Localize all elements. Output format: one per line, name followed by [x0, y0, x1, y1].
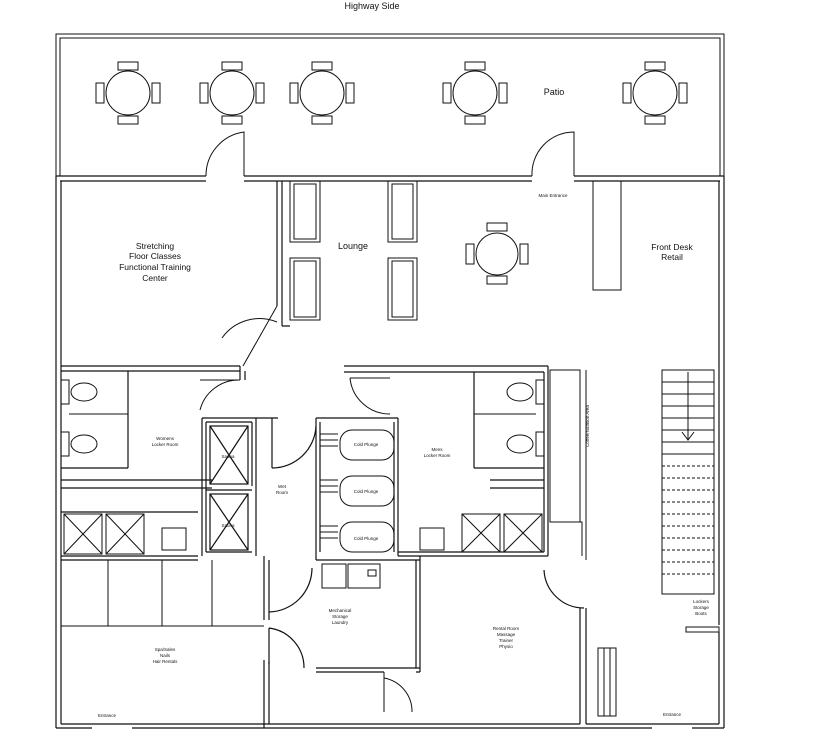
- highway-side-label: Highway Side: [344, 1, 399, 11]
- main-entrance-door: [531, 131, 575, 177]
- laundry-machines: [321, 563, 381, 589]
- patio-door: [205, 131, 245, 177]
- patio-table-2: [199, 61, 265, 125]
- mens-locker-label-1: Mens: [431, 447, 443, 452]
- front-desk-label-line-1: Front Desk: [651, 242, 693, 252]
- mens-toilets: [474, 379, 545, 457]
- cold-plunge-tubs: [320, 429, 395, 553]
- mechanical-door: [383, 672, 413, 713]
- womens-locker-label-2: Locker Room: [152, 442, 179, 447]
- lounge-seating: [289, 180, 418, 321]
- storage-bench: [685, 626, 720, 633]
- mens-locker-walls: [344, 365, 549, 557]
- cold-plunge-label-3: Cold Plunge: [354, 536, 379, 541]
- patio-table-1: [95, 61, 161, 125]
- cold-plunge-label-2: Cold Plunge: [354, 489, 379, 494]
- mens-door: [349, 377, 391, 415]
- mechanical-label-1: Mechanical: [329, 608, 352, 613]
- spa-stations: [61, 560, 264, 627]
- sauna-block: [201, 417, 257, 556]
- rental-room-label-4: Physio: [499, 644, 513, 649]
- rental-room-walls: [543, 569, 587, 724]
- stretching-room-door: [221, 305, 278, 367]
- stretching-room-walls: [61, 181, 290, 380]
- front-desk-label-line-2: Retail: [661, 252, 683, 262]
- stretching-label-line-4: Center: [142, 273, 168, 283]
- sauna-label-2: Sauna: [221, 523, 235, 528]
- spa-label-3: Hair Rentals: [153, 659, 179, 664]
- patio-tables: [95, 61, 688, 125]
- stretching-label-line-2: Floor Classes: [129, 251, 181, 261]
- rental-room-label-2: Massage: [497, 632, 516, 637]
- stairs: [661, 369, 715, 595]
- mens-showers: [419, 513, 543, 553]
- wet-room-walls: [256, 417, 399, 556]
- entrance-right-label: Entrance: [663, 712, 682, 717]
- patio-area: [55, 33, 725, 176]
- mechanical-label-2: Storage: [332, 614, 348, 619]
- lockers-label-3: Boots: [695, 611, 707, 616]
- wet-room-label-2: Room: [276, 490, 288, 495]
- stretching-label-line-3: Functional Training: [119, 262, 191, 272]
- mechanical-room-walls: [263, 556, 421, 728]
- lockers-label-2: Storage: [693, 605, 709, 610]
- coffee-counter: [549, 369, 587, 560]
- patio-label: Patio: [544, 87, 565, 97]
- lockers-label-1: Lockers: [693, 599, 710, 604]
- mechanical-label-3: Laundry: [332, 620, 349, 625]
- patio-table-4: [442, 61, 508, 125]
- cold-plunge-label-1: Cold Plunge: [354, 442, 379, 447]
- stretching-labels: Stretching Floor Classes Functional Trai…: [119, 241, 191, 283]
- womens-showers: [63, 513, 187, 555]
- spa-label-1: Spa/Sales: [155, 647, 176, 652]
- spa-label-2: Nails: [160, 653, 171, 658]
- patio-table-5: [622, 61, 688, 125]
- coffee-area-label: Coffee/Nutrition Area: [585, 405, 590, 447]
- rental-bench: [597, 647, 617, 717]
- womens-locker-label-1: Womens: [156, 436, 174, 441]
- rental-room-label-3: Trainer: [499, 638, 514, 643]
- stretching-label-line-1: Stretching: [136, 241, 175, 251]
- sauna-label-1: Sauna: [221, 454, 235, 459]
- rental-room-label-1: Rental Room: [493, 626, 520, 631]
- wet-room-label-1: Wet: [278, 484, 287, 489]
- womens-door: [199, 379, 241, 411]
- womens-toilets: [60, 379, 128, 457]
- entrance-left-label: Entrance: [98, 713, 117, 718]
- patio-table-3: [289, 61, 355, 125]
- main-entrance-label: Main Entrance: [538, 193, 568, 198]
- lounge-table: [465, 222, 529, 285]
- mens-locker-label-2: Locker Room: [424, 453, 451, 458]
- womens-locker-walls: [61, 371, 212, 561]
- lounge-label: Lounge: [338, 241, 368, 251]
- front-desk-counter: [592, 180, 622, 291]
